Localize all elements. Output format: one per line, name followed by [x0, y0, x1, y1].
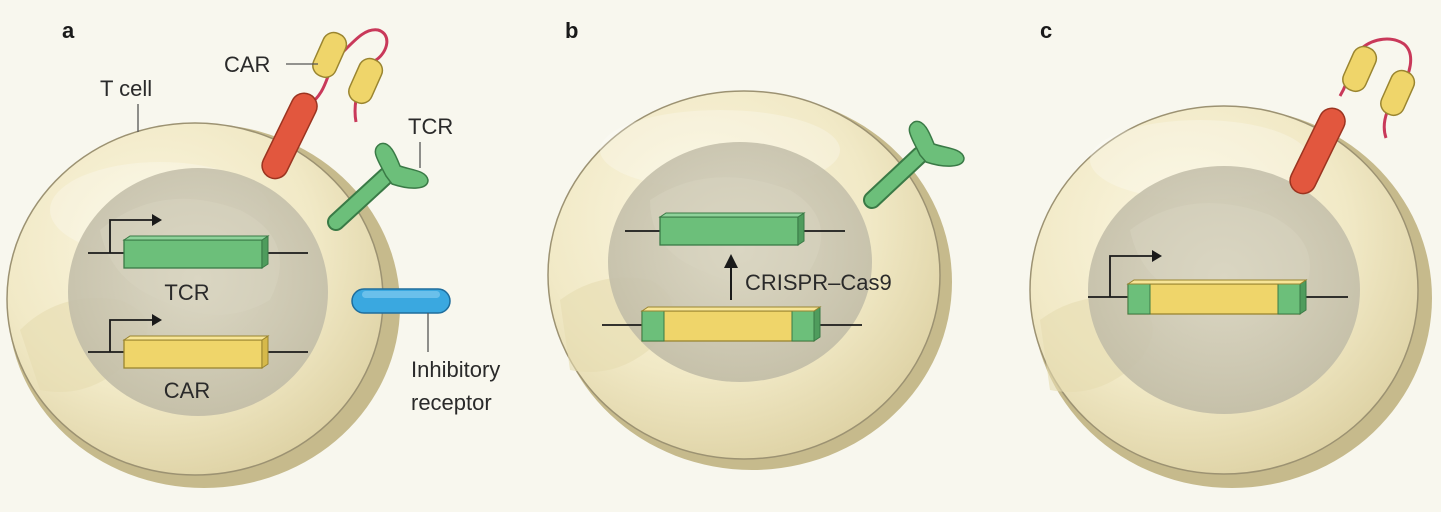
- car-in-tcr-gene-c: [1088, 250, 1348, 315]
- tcr-gene-a: TCR: [88, 214, 308, 305]
- t-cell-label: T cell: [100, 76, 152, 101]
- promoter-arrow-c-icon: [1152, 250, 1162, 262]
- tcr-promoter-arrow-icon: [152, 214, 162, 226]
- tcr-receptor-a: [327, 142, 429, 231]
- car-receptor-a: [261, 28, 389, 180]
- panel-b: b CRISPR–Cas9: [547, 18, 965, 470]
- car-insert-gene-b: [602, 306, 862, 342]
- tcr-receptor-b: [863, 120, 965, 209]
- panel-letter-a: a: [62, 18, 75, 43]
- panel-letter-c: c: [1040, 18, 1052, 43]
- nucleus-b: [608, 142, 872, 382]
- car-gene-a: CAR: [88, 314, 308, 403]
- car-promoter-arrow-icon: [152, 314, 162, 326]
- panel-a: a TCR: [6, 18, 500, 488]
- inhibitory-receptor-a: [351, 288, 451, 314]
- tcr-gene-b: [625, 212, 845, 246]
- panel-letter-b: b: [565, 18, 578, 43]
- inhibitory-receptor-label-line1: Inhibitory: [411, 357, 500, 382]
- car-gene-label: CAR: [164, 378, 210, 403]
- car-label: CAR: [224, 52, 270, 77]
- inhibitory-receptor-label-line2: receptor: [411, 390, 492, 415]
- tcr-label: TCR: [408, 114, 453, 139]
- car-receptor-c: [1289, 37, 1416, 195]
- panel-c: c: [1029, 18, 1432, 488]
- crispr-arrow-icon: [724, 254, 738, 268]
- crispr-cas9-label: CRISPR–Cas9: [745, 270, 892, 295]
- tcr-gene-label: TCR: [164, 280, 209, 305]
